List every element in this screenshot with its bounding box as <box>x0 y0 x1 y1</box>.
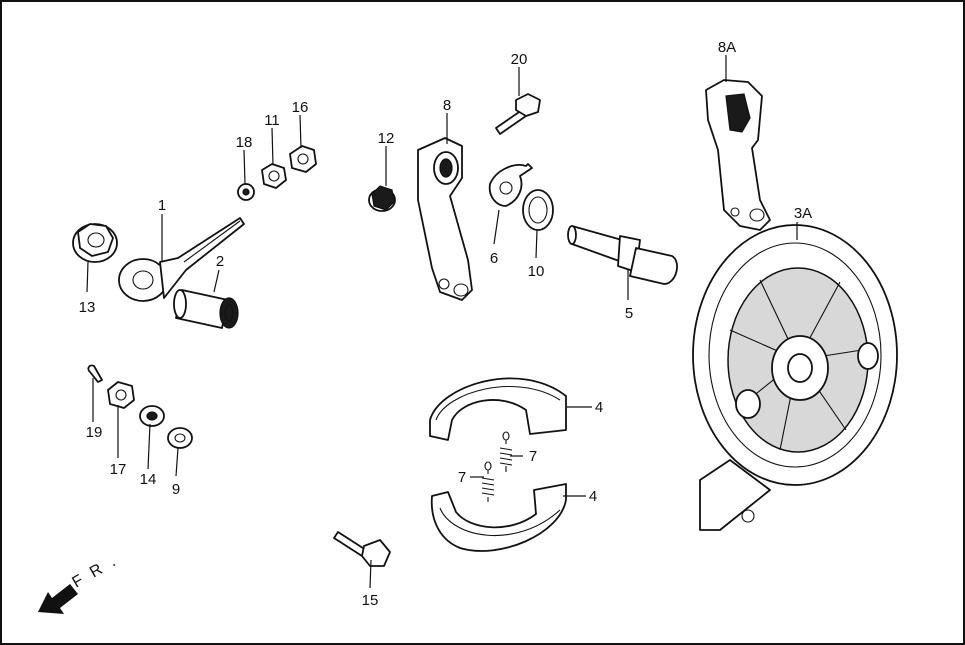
callouts: 1 2 3A 4 4 5 6 7 7 8 8A 9 10 11 12 13 14… <box>79 39 813 609</box>
part-17-nut <box>107 381 135 409</box>
callout-8a: 8A <box>718 39 736 56</box>
callout-19: 19 <box>86 424 103 441</box>
callout-20: 20 <box>511 51 528 68</box>
callout-16: 16 <box>292 99 309 116</box>
part-7-spring-upper <box>499 431 513 472</box>
callout-1: 1 <box>158 197 166 214</box>
callout-6: 6 <box>490 250 498 267</box>
part-5-brake-cam <box>567 225 678 285</box>
part-16-nut <box>289 145 317 173</box>
callout-18: 18 <box>236 134 253 151</box>
leader-lines <box>86 55 798 589</box>
part-2-collar <box>173 289 239 329</box>
part-1-chain-adjuster <box>118 217 245 302</box>
part-8a-brake-arm <box>705 79 771 231</box>
part-12-flange-nut <box>368 185 396 212</box>
part-20-bolt <box>495 93 541 135</box>
part-4-brake-shoe-upper <box>429 377 567 441</box>
callout-2: 2 <box>216 253 224 270</box>
part-15-bolt <box>333 531 391 567</box>
callout-4-lower: 4 <box>589 488 597 505</box>
callout-11: 11 <box>264 112 280 129</box>
callout-12: 12 <box>378 130 395 147</box>
part-14-washer <box>139 405 165 427</box>
front-arrow-icon <box>38 584 78 614</box>
part-7-spring-lower <box>481 461 495 502</box>
part-6-indicator-plate <box>488 163 533 207</box>
callout-17: 17 <box>110 461 127 478</box>
part-3a-brake-panel <box>692 224 898 531</box>
callout-10: 10 <box>528 263 545 280</box>
part-18-washer <box>237 183 255 201</box>
part-13-flange-nut <box>72 223 118 263</box>
callout-8: 8 <box>443 97 451 114</box>
part-10-seal <box>522 189 554 231</box>
part-19-cotter-pin <box>87 364 103 383</box>
part-8-brake-arm <box>417 137 473 301</box>
callout-15: 15 <box>362 592 379 609</box>
callout-3a: 3A <box>794 205 812 222</box>
callout-5: 5 <box>625 305 633 322</box>
callout-7-lower: 7 <box>458 469 466 486</box>
part-4-brake-shoe-lower <box>430 483 567 552</box>
part-9-washer <box>167 427 193 449</box>
callout-9: 9 <box>172 481 180 498</box>
callout-13: 13 <box>79 299 96 316</box>
callout-7-upper: 7 <box>529 448 537 465</box>
callout-14: 14 <box>140 471 157 488</box>
callout-4-upper: 4 <box>595 399 603 416</box>
part-11-nut <box>261 163 287 189</box>
